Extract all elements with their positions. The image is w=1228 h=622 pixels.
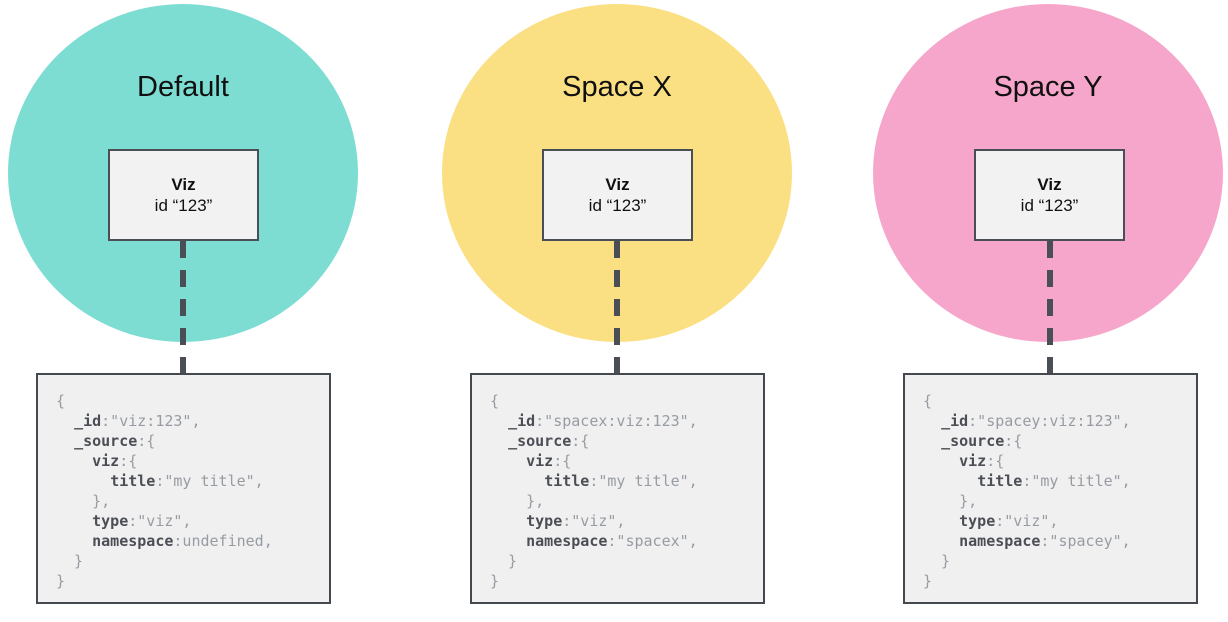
connector-dashed-line — [1047, 241, 1053, 373]
viz-node-id: id “123” — [588, 196, 647, 215]
space-x-saved-object-doc: { _id:"spacex:viz:123", _source:{ viz:{ … — [470, 373, 765, 604]
viz-node-name: Viz — [171, 175, 196, 194]
connector-dashed-line — [614, 241, 620, 373]
default-saved-object-doc: { _id:"viz:123", _source:{ viz:{ title:"… — [36, 373, 331, 604]
saved-object-json: { _id:"spacex:viz:123", _source:{ viz:{ … — [490, 392, 698, 590]
viz-node-id: id “123” — [154, 196, 213, 215]
viz-node-name: Viz — [1037, 175, 1062, 194]
space-x-viz-node: Viz id “123” — [542, 149, 693, 241]
space-y-viz-node: Viz id “123” — [974, 149, 1125, 241]
space-x-title: Space X — [562, 71, 672, 103]
viz-node-id: id “123” — [1020, 196, 1079, 215]
default-viz-node: Viz id “123” — [108, 149, 259, 241]
default-space-title: Default — [137, 71, 229, 103]
saved-object-json: { _id:"spacey:viz:123", _source:{ viz:{ … — [923, 392, 1131, 590]
space-y-saved-object-doc: { _id:"spacey:viz:123", _source:{ viz:{ … — [903, 373, 1198, 604]
space-y-title: Space Y — [993, 71, 1103, 103]
viz-node-name: Viz — [605, 175, 630, 194]
connector-dashed-line — [180, 241, 186, 373]
saved-object-json: { _id:"viz:123", _source:{ viz:{ title:"… — [56, 392, 273, 590]
